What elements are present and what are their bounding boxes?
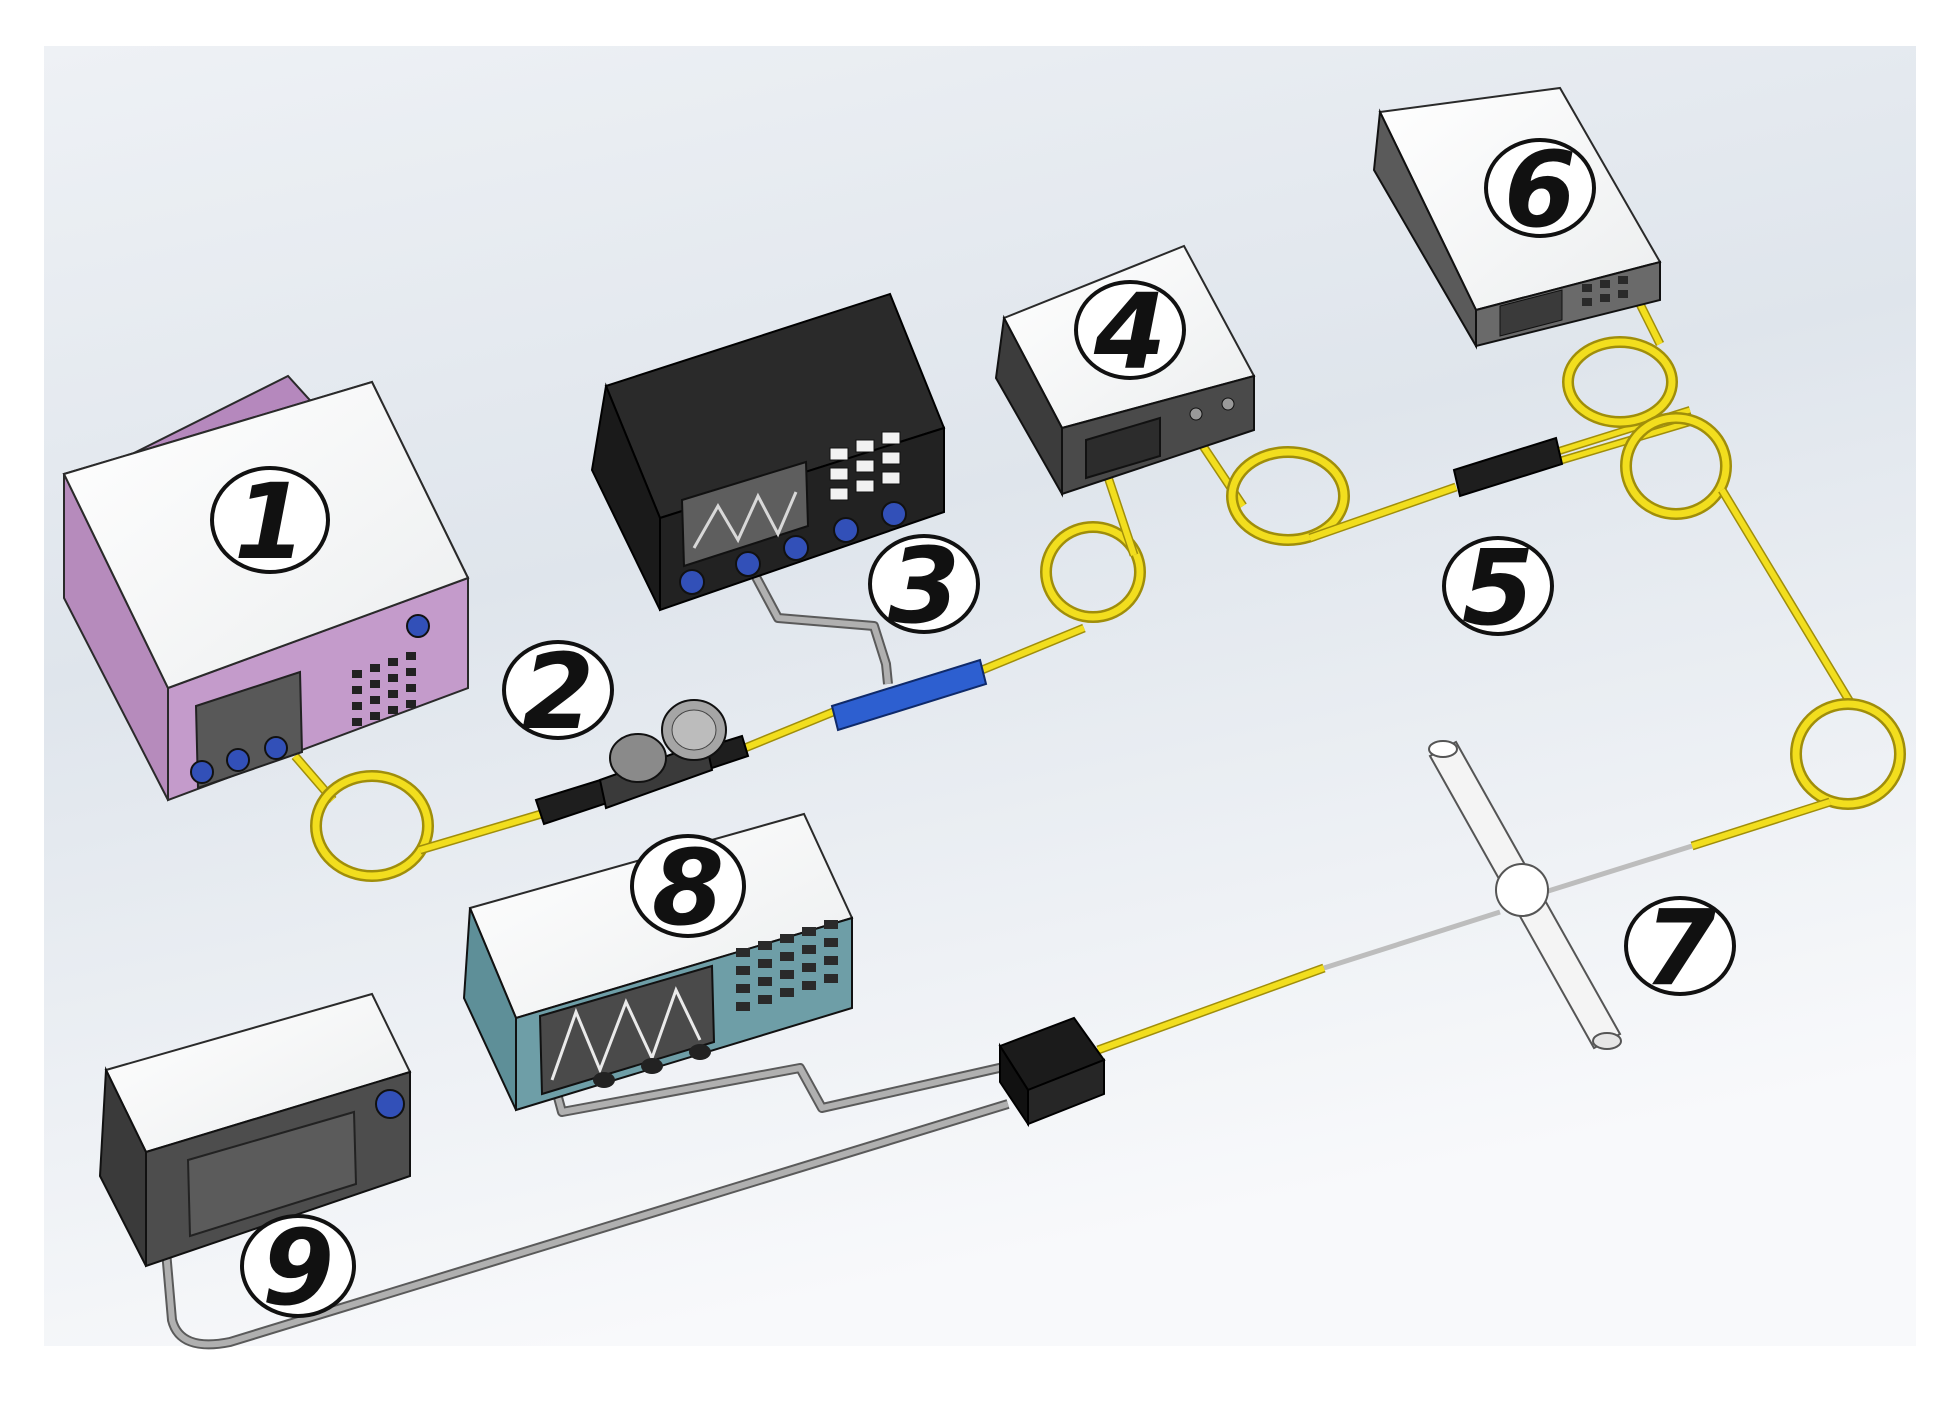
label-9: 9	[262, 1207, 334, 1329]
label-8-badge: 8	[630, 827, 746, 949]
fiber-4-5-6	[1199, 297, 1906, 895]
label-8: 8	[652, 827, 724, 949]
device-9: 9	[98, 992, 412, 1329]
blue-coupler	[830, 658, 988, 732]
label-2: 2	[522, 631, 594, 753]
fiber-coupler-icon	[1452, 436, 1564, 498]
fiber-network	[159, 297, 1906, 1350]
fiber-1-2	[291, 753, 550, 882]
photodetector-block	[998, 1016, 1106, 1128]
label-1-badge: 1	[210, 461, 330, 583]
label-3-badge: 3	[868, 525, 980, 647]
laser-mount-icon	[534, 699, 750, 826]
device-4: 4	[994, 244, 1256, 498]
fiber-7-detector	[1096, 909, 1501, 1055]
label-5-badge: 5	[1442, 527, 1554, 649]
oscilloscope-icon	[590, 292, 946, 612]
label-9-badge: 9	[240, 1207, 356, 1329]
device-3: 3	[590, 292, 980, 647]
device-2: 2	[502, 631, 750, 826]
device-7: 7	[1428, 740, 1736, 1050]
label-5: 5	[1462, 527, 1534, 649]
display-unit-icon	[98, 992, 412, 1268]
device-1: 1	[62, 374, 470, 802]
device-8: 8	[462, 812, 854, 1112]
label-7: 7	[1644, 887, 1717, 1009]
fiber-2-4	[738, 466, 1146, 755]
label-1: 1	[234, 461, 306, 583]
device-5: 5	[1442, 436, 1564, 649]
signal-cables	[159, 559, 1010, 1350]
label-2-badge: 2	[502, 631, 614, 753]
label-6: 6	[1504, 129, 1576, 251]
label-4-badge: 4	[1074, 271, 1186, 393]
device-6: 6	[1372, 86, 1662, 350]
label-6-badge: 6	[1484, 129, 1596, 251]
tee-tube-sensor-icon	[1428, 740, 1622, 1050]
label-3: 3	[888, 525, 960, 647]
label-7-badge: 7	[1624, 887, 1736, 1009]
label-4: 4	[1093, 271, 1166, 393]
